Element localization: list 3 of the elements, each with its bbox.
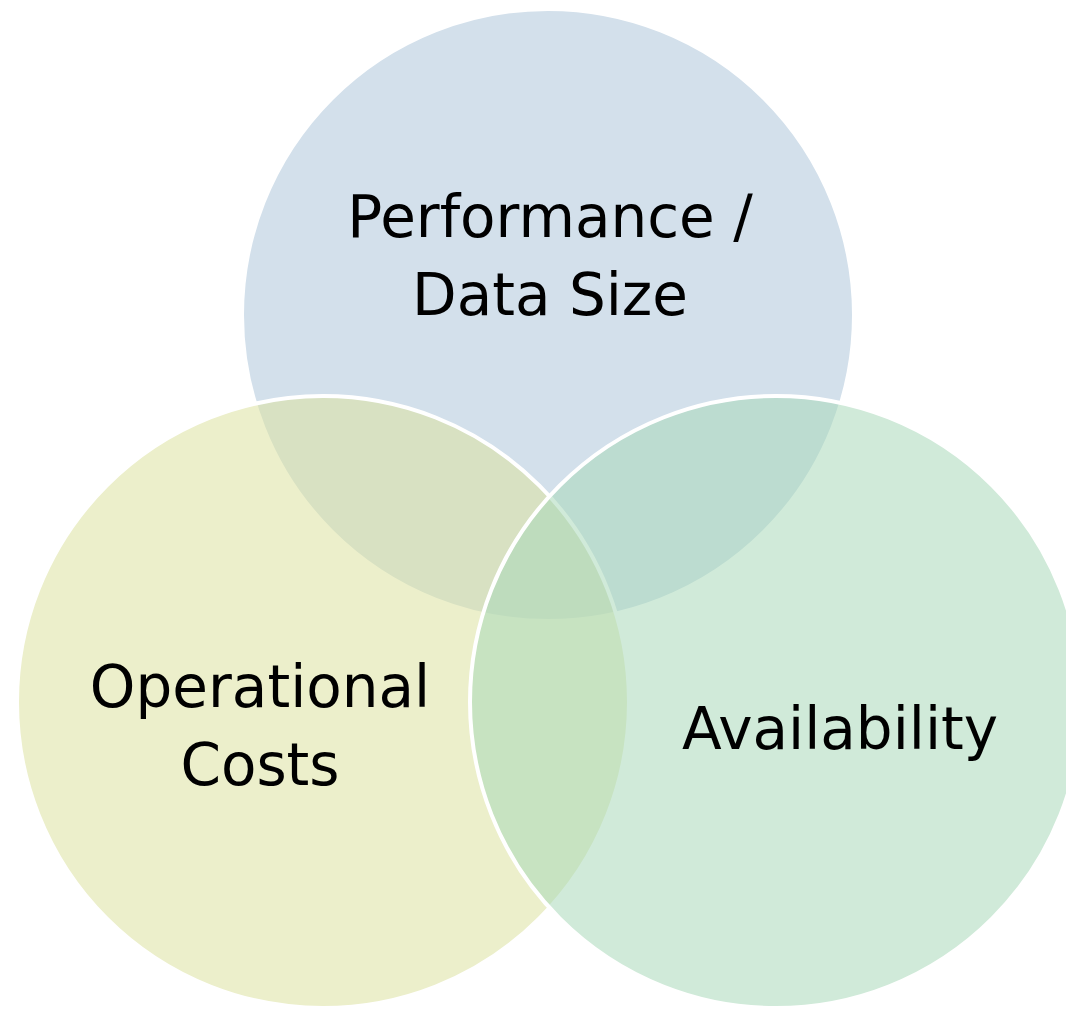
circle-label: Availability bbox=[680, 694, 1000, 765]
circle-label: Performance / Data Size bbox=[346, 182, 754, 331]
circle-label: Operational Costs bbox=[88, 652, 432, 801]
